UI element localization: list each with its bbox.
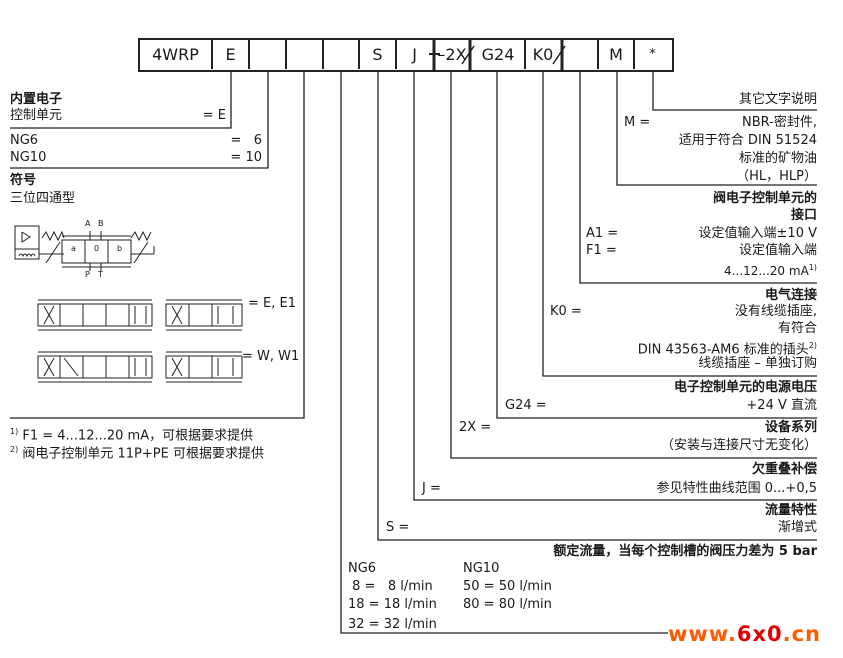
f1-range: 4...12...20 mA1)	[724, 263, 817, 278]
interface-title-1: 阀电子控制单元的	[712, 191, 817, 206]
spool-w-label: = W, W1	[242, 349, 300, 364]
ng10-label: NG10	[10, 150, 47, 165]
seal-code: M =	[624, 115, 651, 130]
code-box-other: *	[649, 47, 656, 62]
series-desc: （安装与连接尺寸无变化）	[660, 438, 817, 453]
overlap-title: 欠重叠补偿	[751, 462, 817, 477]
j-desc: 参见特性曲线范围 0...+0,5	[656, 481, 817, 496]
k0-desc-2: 有符合	[777, 321, 817, 336]
symbol-title: 符号	[10, 173, 37, 188]
flow-characteristic-title: 流量特性	[764, 503, 817, 518]
k0-desc-4: 线缆插座 – 单独订购	[698, 356, 817, 371]
code-box-interface	[562, 40, 599, 69]
a1-code: A1 =	[586, 226, 619, 241]
series-title: 设备系列	[764, 420, 817, 435]
watermark: www.6x0.cn	[668, 622, 822, 646]
seal-desc-1: NBR-密封件,	[742, 115, 817, 130]
port-t-label: T	[98, 270, 103, 279]
code-box-overlap: J	[412, 45, 417, 64]
code-box-voltage: G24	[472, 40, 526, 69]
code-box-seal: M	[599, 40, 635, 69]
ng10-flow-80: 80 = 80 l/min	[463, 597, 552, 612]
code-box-size	[250, 40, 287, 69]
integrated-electronics-label: 控制单元	[10, 108, 63, 123]
s-code: S =	[386, 520, 410, 535]
ng6-flow-32: 32 = 32 l/min	[348, 617, 437, 632]
g24-code: G24 =	[505, 398, 547, 413]
position-0-label: 0	[94, 244, 100, 253]
interface-title-2: 接口	[790, 208, 817, 223]
k0-desc-3: DIN 43563-AM6 标准的插头2)	[637, 341, 817, 358]
f1-code: F1 =	[586, 243, 617, 258]
ng6-flow-18: 18 = 18 l/min	[348, 597, 437, 612]
position-b-label: b	[117, 244, 123, 253]
ng10-flow-50: 50 = 50 l/min	[463, 579, 552, 594]
supply-voltage-title: 电子控制单元的电源电压	[673, 380, 817, 395]
code-row	[138, 38, 674, 72]
ng10-code: = 10	[230, 150, 262, 165]
other-details-title: 其它文字说明	[738, 92, 817, 107]
j-code: J =	[422, 481, 441, 496]
valve-symbol	[14, 225, 155, 271]
code-box-electronics: E	[213, 40, 250, 69]
integrated-electronics-title: 内置电子	[10, 92, 63, 107]
nominal-flow-title: 额定流量，当每个控制槽的阀压力差为 5 bar	[553, 544, 817, 559]
code-box-connection: K0	[532, 45, 554, 64]
f1-desc: 设定值输入端	[738, 243, 817, 258]
ng6-flow-8: 8 = 8 l/min	[348, 579, 433, 594]
ng10-flow-title: NG10	[463, 561, 500, 576]
code-box-characteristic: S	[360, 40, 397, 69]
series-code: 2X =	[459, 420, 492, 435]
port-a-label: A	[85, 219, 91, 228]
a1-desc: 设定值输入端±10 V	[698, 226, 817, 241]
spool-e-label: = E, E1	[248, 296, 296, 311]
code-box-flow	[324, 40, 360, 69]
seal-desc-2: 适用于符合 DIN 51524	[678, 133, 817, 148]
code-box-type: 4WRP	[140, 40, 213, 69]
electrical-connection-title: 电气连接	[764, 288, 817, 303]
ng6-label: NG6	[10, 133, 39, 148]
code-box-symbol	[287, 40, 324, 69]
s-desc: 渐增式	[777, 520, 817, 535]
position-a-label: a	[71, 244, 76, 253]
k0-desc-1: 没有线缆插座,	[734, 304, 817, 319]
ng6-code: = 6	[230, 133, 262, 148]
g24-desc: +24 V 直流	[746, 398, 817, 413]
ng6-flow-title: NG6	[348, 561, 377, 576]
seal-desc-3: 标准的矿物油	[738, 151, 817, 166]
footnote-2: 2) 阀电子控制单元 11P+PE 可根据要求提供	[10, 445, 264, 462]
footnote-1: 1) F1 = 4...12...20 mA，可根据要求提供	[10, 427, 254, 444]
k0-code: K0 =	[550, 304, 582, 319]
port-b-label: B	[98, 219, 104, 228]
port-p-label: P	[85, 270, 90, 279]
seal-desc-4: （HL，HLP）	[736, 169, 817, 184]
code-box-series: –2X	[437, 45, 467, 64]
spool-symbols	[37, 299, 243, 383]
integrated-electronics-code: = E	[202, 108, 226, 123]
symbol-subtitle: 三位四通型	[10, 191, 76, 206]
